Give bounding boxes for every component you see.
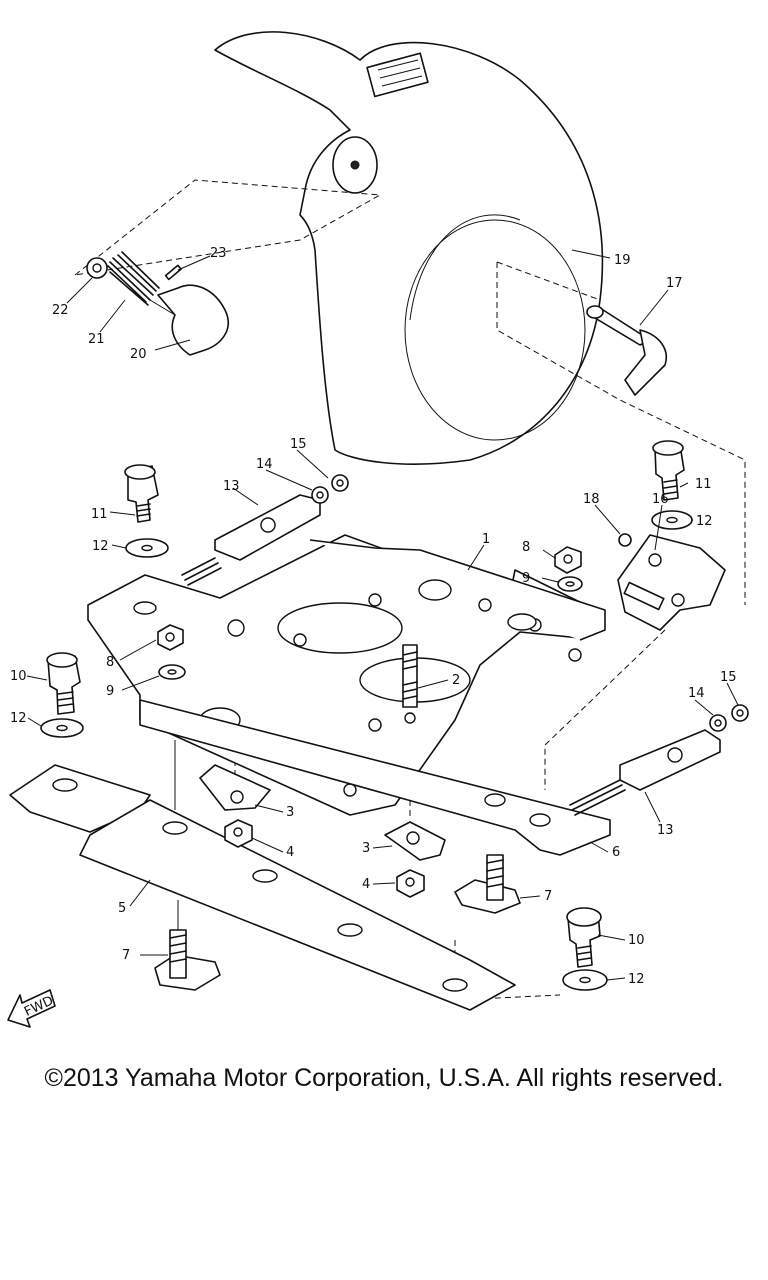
rail-6 [139, 699, 611, 856]
fwd-arrow-icon: FWD [7, 989, 56, 1028]
callout-14: 14 [256, 457, 273, 472]
assembly-line [544, 629, 666, 790]
bolt-11b [652, 440, 685, 501]
bolt-10 [46, 652, 81, 715]
callout-5: 5 [118, 901, 126, 916]
stud-2 [402, 644, 418, 724]
assembly-line [496, 261, 601, 301]
callout-11: 11 [91, 507, 108, 522]
callout-16: 16 [652, 492, 669, 507]
callout-23: 23 [210, 246, 227, 261]
callout-3: 3 [286, 805, 294, 820]
plate-3b [384, 821, 446, 861]
callout-labels: 19 17 23 22 21 20 15 14 13 11 12 11 12 1… [10, 246, 737, 987]
clip-18 [618, 533, 632, 547]
callout-12: 12 [92, 539, 109, 554]
callout-3b: 3 [362, 841, 370, 856]
bolt-11 [124, 464, 159, 523]
callout-4: 4 [286, 845, 294, 860]
callout-8b: 8 [522, 540, 530, 555]
copyright-notice: ©2013 Yamaha Motor Corporation, U.S.A. A… [44, 1064, 724, 1092]
callout-9: 9 [106, 684, 114, 699]
callout-21: 21 [88, 332, 105, 347]
exploded-parts-diagram: 19 17 23 22 21 20 15 14 13 11 12 11 12 1… [7, 31, 749, 1028]
callout-13b: 13 [657, 823, 674, 838]
rail-5 [9, 764, 516, 1011]
wing-bolt-17 [586, 305, 667, 396]
callout-18: 18 [583, 492, 600, 507]
callout-22: 22 [52, 303, 69, 318]
fan-shroud-19 [214, 31, 604, 465]
spring-21 [107, 251, 160, 306]
callout-6: 6 [612, 845, 620, 860]
callout-14b: 14 [688, 686, 705, 701]
callout-15b: 15 [720, 670, 737, 685]
bolt-10b [566, 907, 602, 968]
callout-13: 13 [223, 479, 240, 494]
spring-assembly [86, 251, 230, 356]
bracket-16 [617, 534, 726, 631]
callout-2: 2 [452, 673, 460, 688]
leader-lines [26, 249, 739, 981]
callout-4b: 4 [362, 877, 370, 892]
callout-9b: 9 [522, 571, 530, 586]
callout-17: 17 [666, 276, 683, 291]
callout-7: 7 [122, 948, 130, 963]
assembly-line [496, 262, 746, 605]
callout-10b: 10 [628, 933, 645, 948]
callout-19: 19 [614, 253, 631, 268]
callout-12c: 12 [10, 711, 27, 726]
assembly-line [73, 179, 382, 276]
callout-20: 20 [130, 347, 147, 362]
fwd-label: FWD [22, 993, 56, 1019]
plate-3 [199, 764, 271, 811]
t-bolt-7b [454, 854, 521, 914]
clamp-block-13 [181, 494, 321, 586]
callout-15: 15 [290, 437, 307, 452]
pin-23 [164, 264, 182, 281]
callout-7b: 7 [544, 889, 552, 904]
callout-12d: 12 [628, 972, 645, 987]
callout-8: 8 [106, 655, 114, 670]
callout-10: 10 [10, 669, 27, 684]
callout-12b: 12 [696, 514, 713, 529]
knob-20 [157, 284, 230, 356]
callout-1: 1 [482, 532, 490, 547]
t-bolt-7 [154, 929, 221, 991]
clamp-block-13b [569, 729, 721, 816]
callout-11b: 11 [695, 477, 712, 492]
